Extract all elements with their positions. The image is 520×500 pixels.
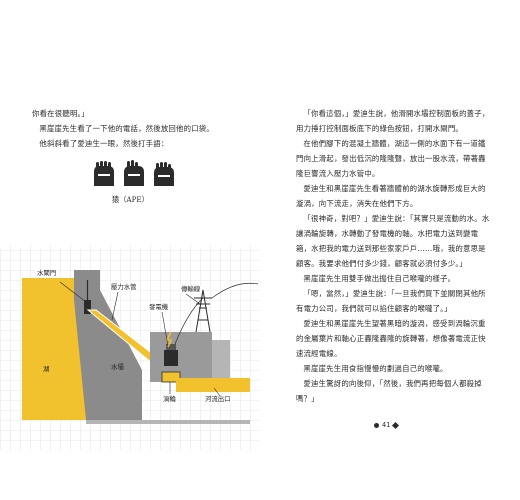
label-generator: 發電機 xyxy=(148,303,170,311)
sign-caption: 猿（APE） xyxy=(112,195,149,204)
powerhouse xyxy=(150,332,212,382)
label-lake: 湖 xyxy=(43,365,50,373)
folio-dot-icon xyxy=(374,422,379,428)
paragraph: 你看在很聽明。」 xyxy=(32,109,90,118)
label-power-line: 傳輸線 xyxy=(180,285,202,293)
paragraph: 在他們腳下的混凝土牆體，湖這一側的水面下有一道鐵門向上滑起，發出低沉的隆隆聲，放… xyxy=(296,139,486,178)
lake-water xyxy=(22,278,86,420)
label-dam: 水壩 xyxy=(111,363,124,371)
electricity-spark xyxy=(165,331,173,348)
right-page: 「你看這個，」愛迪生說，他滑開水壩控制面板的蓋子，用力捶打控制面板底下的綠色按鈕… xyxy=(260,0,520,500)
folio-diamond-icon xyxy=(392,421,400,429)
left-page: 你看在很聽明。」 黑崖崖先生看了一下他的電話，然後放回他的口袋。 他斜斜看了愛迪… xyxy=(0,109,260,450)
paragraph: 「你看這個，」愛迪生說，他滑開水壩控制面板的蓋子，用力捶打控制面板底下的綠色按鈕… xyxy=(296,109,490,133)
paragraph: 黑崖崖先生用雙手做出搗住自己喉嚨的樣子。 xyxy=(303,274,456,283)
paragraph: 愛迪生和黑崖崖先生看著牆體前的湖水旋轉形成巨大的漩渦，向下流走，消失在他們下方。 xyxy=(296,184,486,208)
label-outlet: 河流出口 xyxy=(204,395,232,403)
dam-diagram: 水閘門 壓力水管 發電機 傳輸線 湖 水壩 渦輪 河流出口 xyxy=(0,240,260,450)
page-number: 41 xyxy=(374,421,400,429)
paragraph: 愛迪生驚訝的向後仰，「然後，我們再把每個人都殺掉嗎？」 xyxy=(296,379,482,403)
label-penstock: 壓力水管 xyxy=(110,283,138,291)
paragraph: 黑崖崖先生用食指慢慢的劃過自己的喉嚨。 xyxy=(303,364,448,373)
label-turbine: 渦輪 xyxy=(162,395,177,403)
paragraph: 「很神奇，對吧？」愛迪生說：「其實只是流動的水。水讓渦輪旋轉，水轉動了發電機的軸… xyxy=(296,214,490,268)
paragraph: 「嗯，當然，」愛迪生說：「一旦我們買下並關閉其他所有電力公司，我們就可以掐住顧客… xyxy=(296,289,486,313)
dam-diagram-graphic xyxy=(0,240,260,450)
label-gate: 水閘門 xyxy=(36,269,58,277)
paragraph: 黑崖崖先生看了一下他的電話，然後放回他的口袋。 xyxy=(39,124,214,133)
generator-block xyxy=(164,350,178,366)
page-number-text: 41 xyxy=(382,421,391,429)
paragraph: 愛迪生和黑崖崖先生望著黑暗的漩渦，感受到渦輪沉重的金屬葉片和軸心正轟隆轟隆的旋轉… xyxy=(296,319,486,358)
turbine-block xyxy=(161,371,181,383)
gate-block xyxy=(84,300,91,314)
river-outlet-water xyxy=(176,378,250,392)
sign-language-hands-illustration xyxy=(94,160,174,186)
paragraph: 他斜斜看了愛迪生一眼，然後打手語： xyxy=(39,139,169,148)
